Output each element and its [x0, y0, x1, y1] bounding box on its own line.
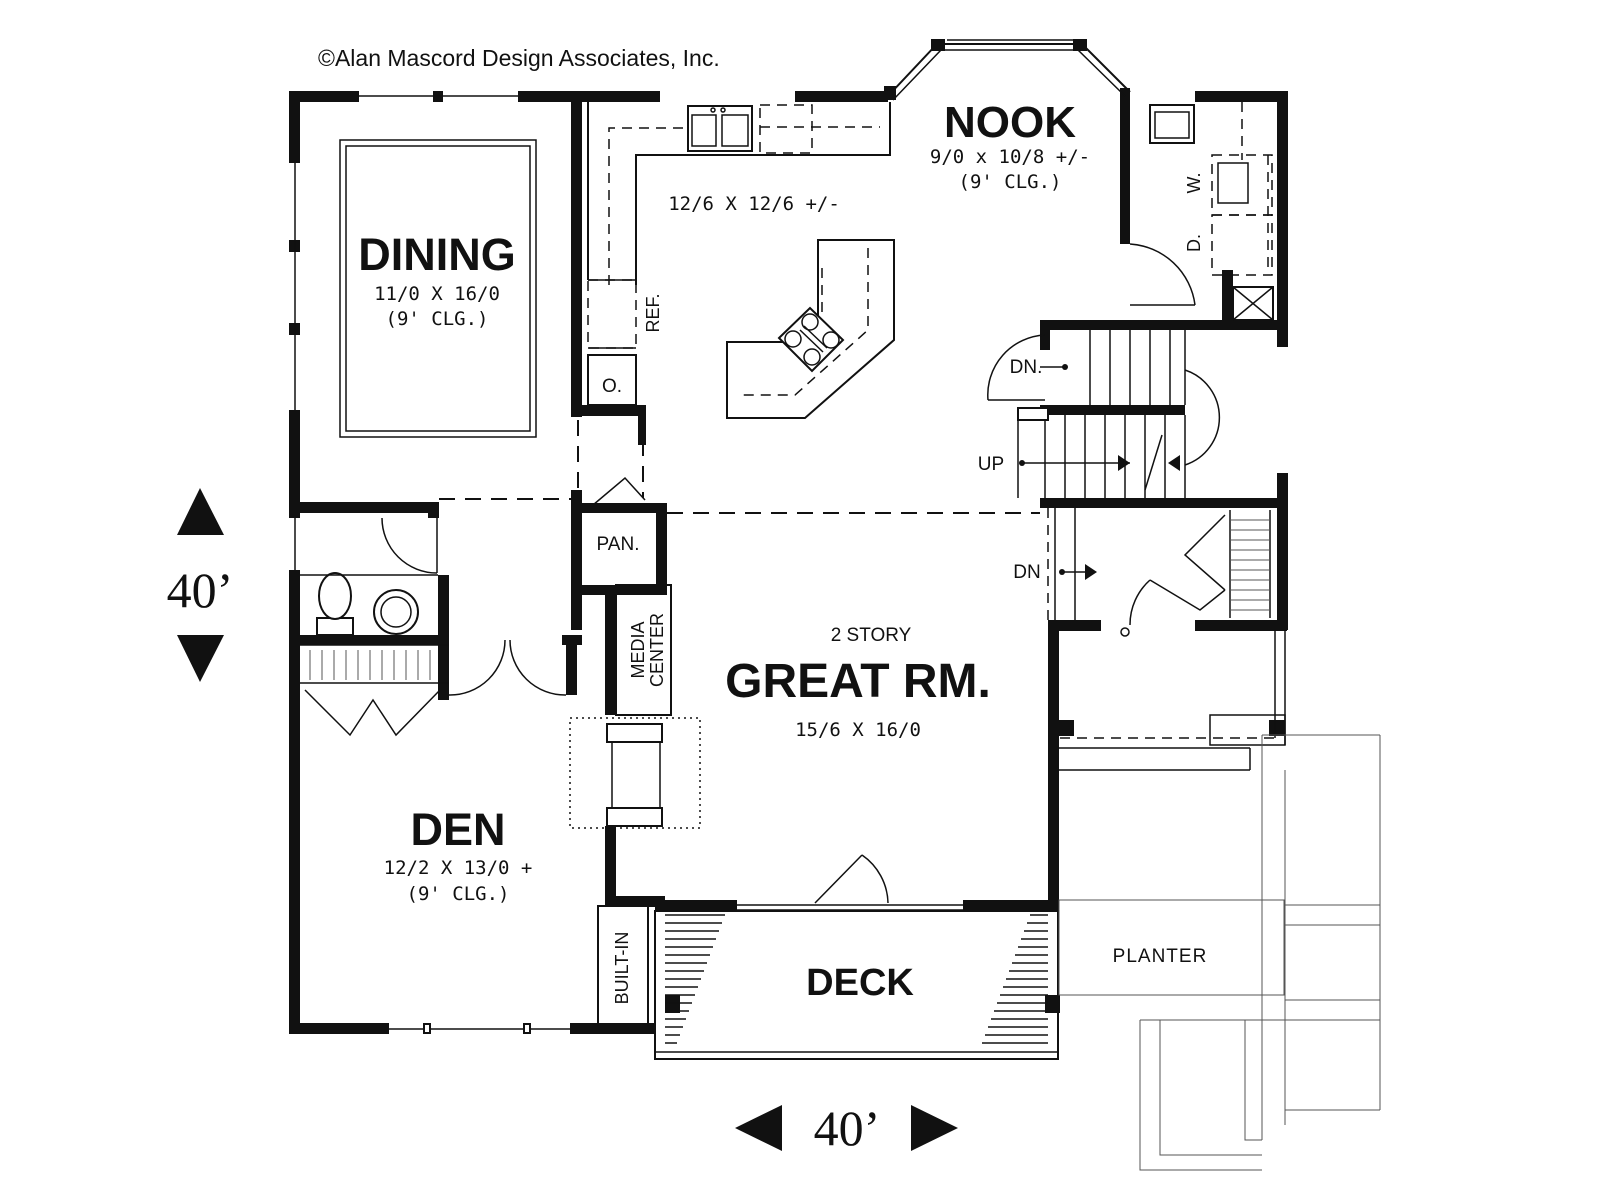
dining-table-outline [339, 139, 537, 438]
depth-arrow-down-icon [177, 635, 224, 682]
dining-room-ceiling: (9' CLG.) [386, 308, 489, 330]
width-dimension: 40’ [735, 1100, 958, 1156]
great-room-size: 15/6 X 16/0 [795, 719, 921, 741]
width-arrow-left-icon [735, 1105, 782, 1151]
nook-room-ceiling: (9' CLG.) [959, 171, 1062, 193]
refrigerator-label: REF. [643, 293, 663, 332]
width-dimension-label: 40’ [814, 1100, 881, 1156]
nook-room-size: 9/0 x 10/8 +/- [930, 146, 1090, 168]
media-center [615, 584, 672, 716]
depth-dimension: 40’ [167, 488, 234, 682]
width-arrow-right-icon [911, 1105, 958, 1151]
great-room-name: GREAT RM. [725, 655, 991, 708]
built-in-label: BUILT-IN [612, 932, 632, 1005]
washer-label: W. [1184, 173, 1204, 194]
den-room-size: 12/2 X 13/0 + [384, 857, 533, 879]
pantry-door [592, 476, 646, 506]
built-in [597, 905, 649, 1025]
dishwasher [759, 104, 813, 154]
washer [1211, 154, 1273, 216]
oven-label: O. [602, 376, 622, 397]
kitchen-size: 12/6 X 12/6 +/- [668, 193, 840, 215]
stair-down-upper-label: DN. [1010, 357, 1043, 378]
stair-down-lower-label: DN [1013, 562, 1040, 583]
media-center-label-line2: CENTER [647, 613, 667, 687]
kitchen-counters [587, 102, 891, 406]
staircase [987, 330, 1221, 620]
copyright-text: ©Alan Mascord Design Associates, Inc. [318, 45, 720, 71]
entry-closet [1058, 510, 1286, 771]
fireplace [569, 717, 701, 829]
stair-up-label: UP [978, 454, 1004, 475]
dryer-label: D. [1184, 234, 1204, 252]
deck [654, 910, 1060, 1060]
den-doors [448, 639, 567, 696]
planter-label: PLANTER [1113, 946, 1208, 967]
kitchen-sink [687, 105, 753, 152]
exterior-walls [289, 88, 1288, 1034]
nook-bay-window [884, 39, 1131, 101]
interior-walls [289, 102, 1287, 907]
refrigerator [587, 279, 637, 349]
oven [587, 354, 637, 406]
toilet-tank [316, 617, 354, 636]
dryer [1211, 214, 1273, 276]
dining-room-size: 11/0 X 16/0 [374, 283, 500, 305]
nook-room-name: NOOK [944, 98, 1076, 147]
laundry-room [1129, 102, 1274, 321]
media-center-label-line1: MEDIA [628, 621, 648, 678]
pantry-label: PAN. [597, 534, 640, 555]
kitchen-island [726, 239, 895, 419]
dining-room-name: DINING [358, 229, 516, 280]
den-closet [300, 644, 449, 737]
deck-door [814, 854, 889, 904]
great-room-note: 2 STORY [831, 625, 912, 646]
den-room-name: DEN [410, 804, 505, 855]
deck-label: DECK [806, 962, 914, 1004]
depth-dimension-label: 40’ [167, 562, 234, 618]
deck-steps-left [665, 914, 725, 1044]
planter-walkway [1058, 734, 1381, 1171]
toilet-bowl [318, 572, 352, 620]
cooktop [777, 306, 845, 373]
den-room-ceiling: (9' CLG.) [407, 883, 510, 905]
depth-arrow-up-icon [177, 488, 224, 535]
coat-closet-rod [1229, 510, 1271, 618]
powder-room [300, 517, 438, 636]
deck-steps-right [982, 914, 1048, 1044]
